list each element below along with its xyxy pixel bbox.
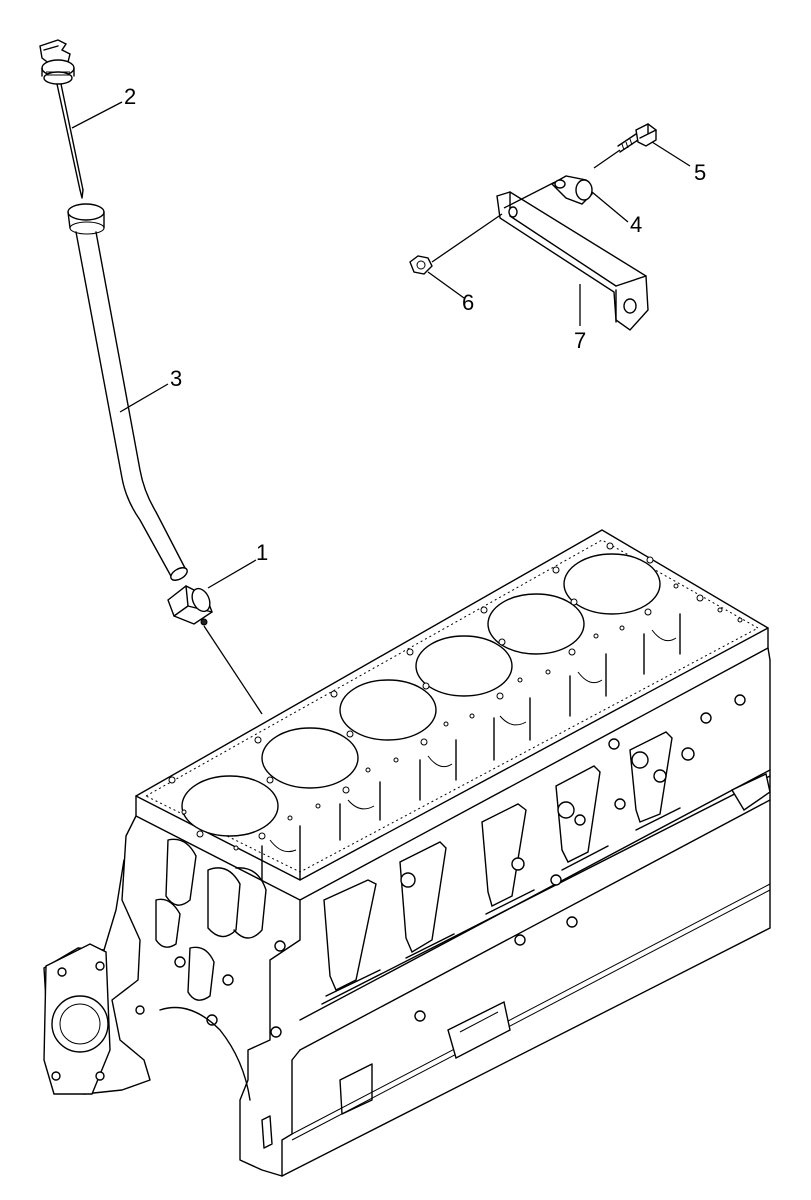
bolt-alignment-line <box>593 149 621 169</box>
bolt-part[interactable] <box>617 123 657 153</box>
clip-part[interactable] <box>550 175 593 205</box>
nut-part[interactable] <box>409 255 433 275</box>
callout-2: 2 <box>124 84 136 109</box>
dipstick-part[interactable] <box>39 39 84 199</box>
callout-6: 6 <box>462 290 474 315</box>
bracket-part[interactable] <box>496 191 649 331</box>
callout-leaders <box>71 101 691 715</box>
block-side-flank <box>239 647 771 1177</box>
callout-4: 4 <box>630 212 642 237</box>
callout-1: 1 <box>256 540 268 565</box>
callout-5: 5 <box>694 160 706 185</box>
cylinder-bores <box>181 553 661 837</box>
nut-alignment-line <box>431 213 503 263</box>
clip-alignment-line <box>503 181 556 209</box>
engine-block <box>43 529 771 1177</box>
block-front-end <box>43 815 267 1101</box>
deck-holes <box>168 542 743 851</box>
grommet-part[interactable] <box>167 585 213 626</box>
callout-3: 3 <box>170 366 182 391</box>
guide-tube-part[interactable] <box>67 203 189 583</box>
crankcase-webs <box>261 613 681 881</box>
callout-labels: 1 2 3 4 5 6 7 <box>124 84 706 565</box>
callout-7: 7 <box>574 328 586 353</box>
